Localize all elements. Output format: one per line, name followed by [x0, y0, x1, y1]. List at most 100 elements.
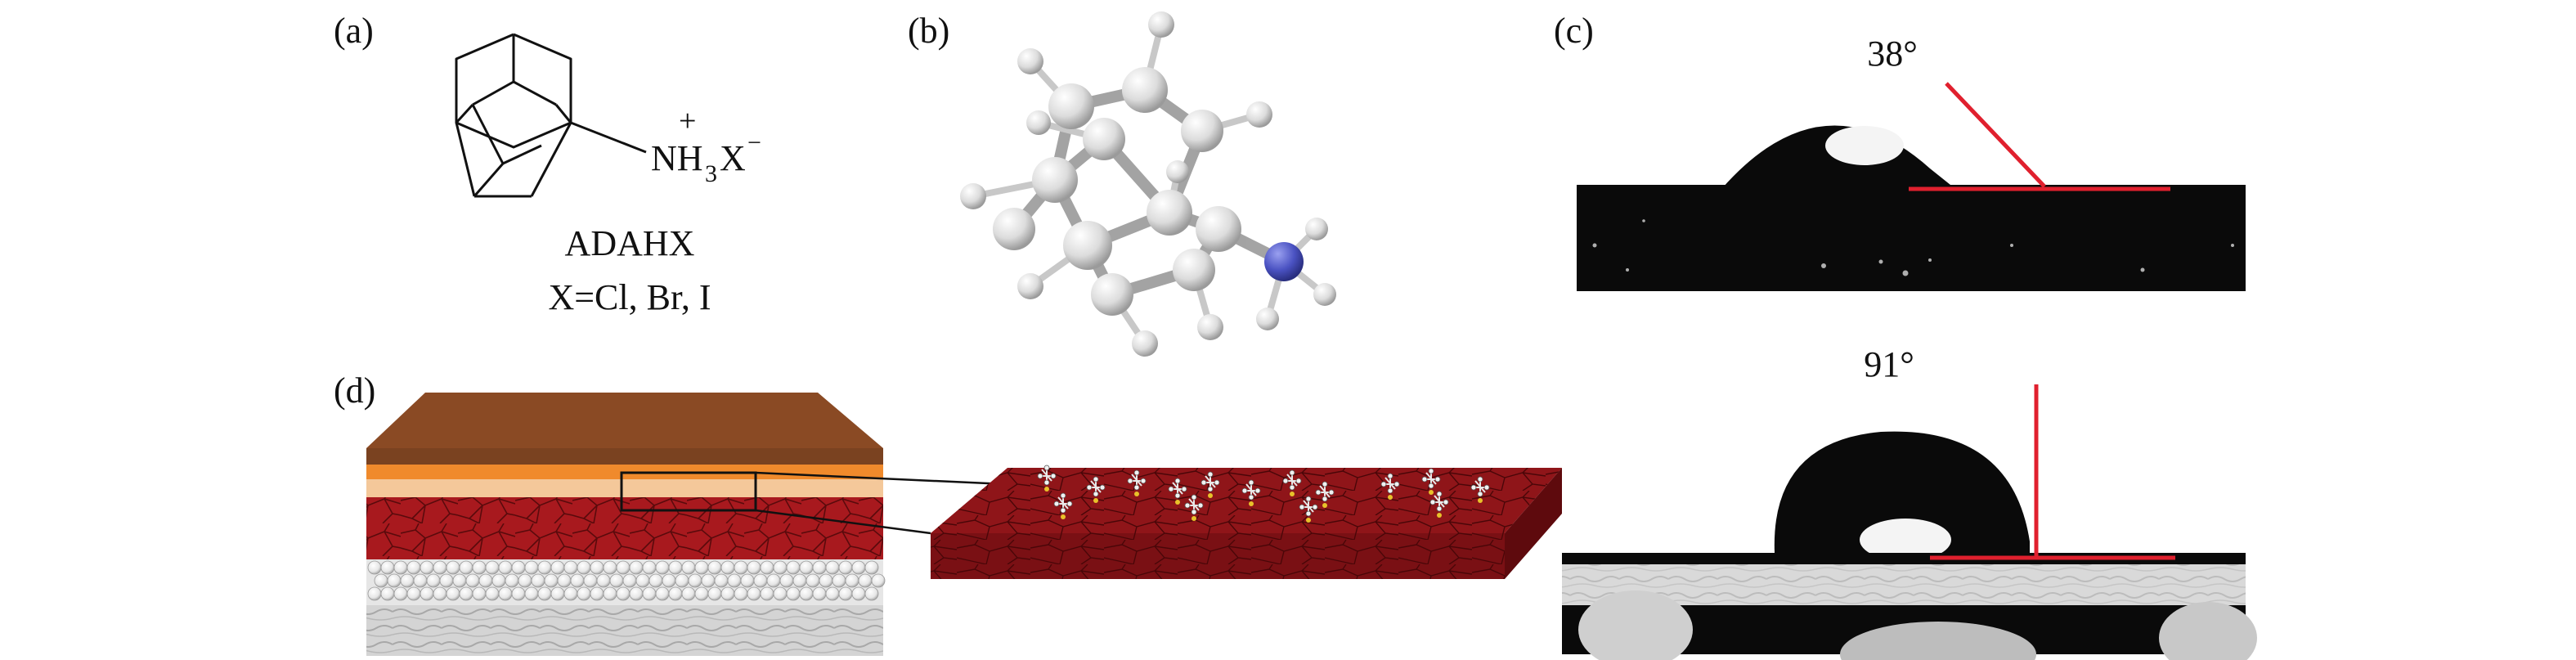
subscript-3: 3 — [705, 160, 717, 187]
mesoporous-sphere — [832, 573, 846, 588]
ball-and-stick-model — [960, 11, 1336, 357]
surface-molecule — [1429, 491, 1449, 518]
mesoporous-sphere — [550, 560, 565, 575]
mesoporous-sphere — [518, 573, 532, 588]
mesoporous-sphere — [727, 573, 742, 588]
surface-molecule — [1421, 468, 1441, 495]
mesoporous-sphere — [694, 560, 709, 575]
mesoporous-sphere — [590, 560, 604, 575]
mesoporous-sphere — [773, 560, 788, 575]
surface-molecule — [1299, 496, 1318, 523]
mesoporous-sphere — [773, 586, 788, 601]
mesoporous-sphere — [871, 573, 886, 588]
mesoporous-sphere — [668, 586, 683, 601]
surface-molecule — [1470, 476, 1490, 503]
contact-angle-image-top — [1577, 82, 2246, 291]
mesoporous-sphere — [511, 560, 526, 575]
mesoporous-sphere — [799, 560, 814, 575]
superscript-minus: − — [747, 129, 761, 156]
mesoporous-sphere — [596, 573, 611, 588]
mesoporous-sphere — [694, 586, 709, 601]
mesoporous-sphere — [583, 573, 598, 588]
mesoporous-sphere — [498, 560, 513, 575]
mesoporous-sphere — [747, 560, 761, 575]
surface-molecule — [1282, 469, 1302, 496]
mesoporous-sphere — [485, 586, 500, 601]
mesoporous-sphere — [799, 586, 814, 601]
tangent-top — [1945, 82, 2046, 188]
surface-molecule — [1241, 479, 1261, 506]
mesoporous-sphere — [786, 560, 801, 575]
halide-variants: X=Cl, Br, I — [548, 277, 711, 317]
mesoporous-sphere — [629, 586, 644, 601]
mesoporous-sphere — [845, 573, 859, 588]
mesoporous-sphere — [812, 586, 827, 601]
mesoporous-sphere — [681, 560, 696, 575]
mesoporous-sphere — [616, 560, 631, 575]
mesoporous-sphere — [577, 586, 591, 601]
mesoporous-sphere — [825, 560, 840, 575]
mesoporous-sphere — [753, 573, 768, 588]
mesoporous-sphere — [812, 560, 827, 575]
mesoporous-sphere — [511, 586, 526, 601]
mesoporous-sphere — [747, 586, 761, 601]
contact-angle-bottom: 91° — [1864, 344, 1914, 384]
mesoporous-sphere — [838, 560, 853, 575]
mesoporous-sphere — [557, 573, 572, 588]
charge-plus: + — [679, 104, 696, 138]
sphere-layer — [367, 560, 886, 601]
mesoporous-sphere — [819, 573, 833, 588]
mesoporous-sphere — [760, 560, 774, 575]
surface-molecule — [1037, 465, 1057, 492]
zoom-line-top — [755, 471, 1007, 486]
mesoporous-sphere — [433, 560, 447, 575]
mesoporous-sphere — [413, 573, 428, 588]
mesoporous-sphere — [851, 560, 866, 575]
mesoporous-sphere — [642, 560, 657, 575]
mesoporous-sphere — [779, 573, 794, 588]
mesoporous-sphere — [472, 560, 487, 575]
mesoporous-sphere — [465, 573, 480, 588]
x-text: X — [720, 138, 746, 178]
mesoporous-sphere — [393, 586, 408, 601]
mesoporous-sphere — [472, 586, 487, 601]
mesoporous-sphere — [642, 586, 657, 601]
surface-molecule — [1200, 471, 1220, 498]
mesoporous-sphere — [459, 560, 473, 575]
mesoporous-sphere — [734, 560, 748, 575]
mesoporous-sphere — [701, 573, 716, 588]
mesoporous-sphere — [446, 586, 460, 601]
mesoporous-sphere — [792, 573, 807, 588]
mesoporous-sphere — [655, 586, 670, 601]
mesoporous-sphere — [537, 560, 552, 575]
mesoporous-sphere — [662, 573, 676, 588]
compound-name: ADAHX — [565, 223, 695, 263]
mesoporous-sphere — [374, 573, 388, 588]
mesoporous-sphere — [825, 586, 840, 601]
mesoporous-sphere — [550, 586, 565, 601]
mesoporous-sphere — [648, 573, 663, 588]
mesoporous-sphere — [426, 573, 441, 588]
mesoporous-sphere — [406, 586, 421, 601]
surface-molecule — [1315, 481, 1335, 508]
mesoporous-sphere — [406, 560, 421, 575]
mesoporous-sphere — [622, 573, 637, 588]
zoom-line-bottom — [755, 509, 931, 535]
mesoporous-sphere — [577, 560, 591, 575]
mesoporous-sphere — [720, 586, 735, 601]
mesoporous-sphere — [380, 586, 395, 601]
surface-molecules — [1037, 465, 1490, 523]
surface-molecule — [1086, 476, 1106, 503]
zoomed-surface-slab — [931, 465, 1562, 579]
mesoporous-sphere — [864, 586, 879, 601]
mesoporous-sphere — [786, 586, 801, 601]
mesoporous-sphere — [524, 586, 539, 601]
nitrogen-atom — [1264, 242, 1304, 281]
mesoporous-sphere — [420, 586, 434, 601]
mesoporous-sphere — [420, 560, 434, 575]
contact-angle-image-bottom — [1562, 384, 2257, 660]
mesoporous-sphere — [720, 560, 735, 575]
mesoporous-sphere — [675, 573, 689, 588]
contact-angle-top: 38° — [1867, 34, 1918, 74]
mesoporous-sphere — [478, 573, 493, 588]
